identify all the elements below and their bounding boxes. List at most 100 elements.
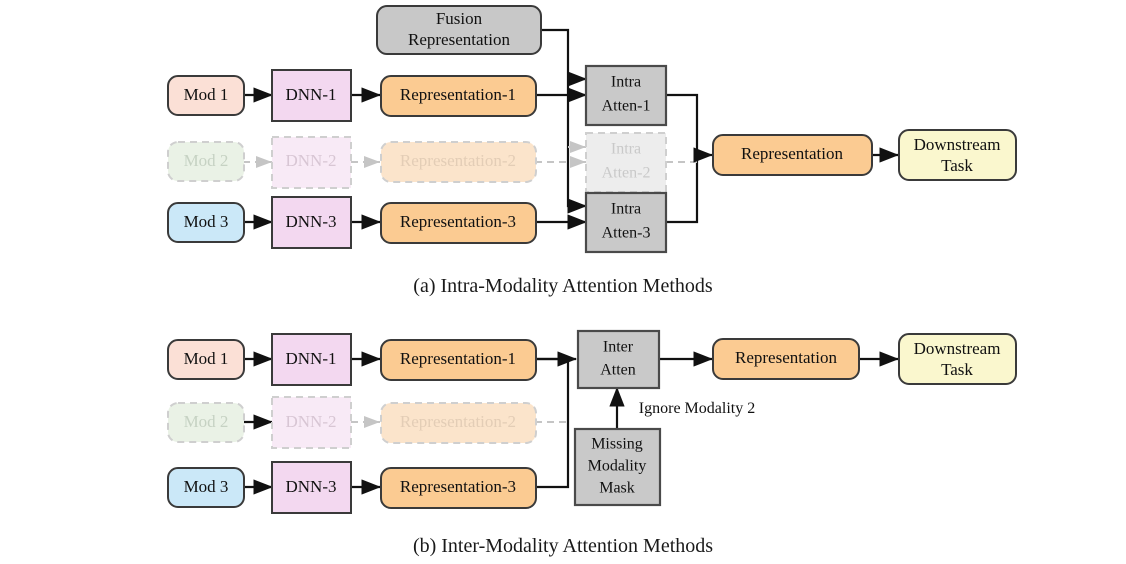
- downstream-task-label-line2-a: Task: [941, 156, 973, 175]
- mod1-label-a: Mod 1: [184, 85, 229, 104]
- intra-atten3-label-line2: Atten-3: [602, 225, 651, 242]
- representation1-box-a: [380, 75, 537, 117]
- node-dnn3-a[interactable]: DNN-3: [271, 196, 352, 249]
- downstream-task-label-line2-b: Task: [941, 360, 973, 379]
- node-intra-atten3[interactable]: Intra Atten-3: [584, 191, 668, 254]
- mod3-label-b: Mod 3: [184, 477, 229, 496]
- node-representation2-b[interactable]: Representation-2: [380, 402, 537, 444]
- intra-atten2-label-line1: Intra: [611, 141, 641, 158]
- representation2-label-a: Representation-2: [400, 151, 516, 170]
- node-dnn2-a[interactable]: DNN-2: [271, 136, 352, 189]
- downstream-task-label-line1-b: Downstream: [914, 339, 1001, 358]
- mod3-label-a: Mod 3: [184, 212, 229, 231]
- dnn1-label-b: DNN-1: [286, 349, 337, 368]
- caption-panel-b: (b) Inter-Modality Attention Methods: [413, 535, 713, 557]
- mod2-box-b: [167, 402, 245, 443]
- dnn3-box-a: [271, 196, 352, 249]
- edge-intra1-merge: [666, 93, 699, 155]
- node-intra-atten2[interactable]: Intra Atten-2: [585, 132, 667, 193]
- dnn3-box-b: [271, 461, 352, 514]
- representation1-label-b: Representation-1: [400, 349, 516, 368]
- node-downstream-task-a[interactable]: Downstream Task: [898, 129, 1017, 181]
- node-inter-atten[interactable]: Inter Atten: [576, 329, 661, 390]
- node-representation2-a[interactable]: Representation-2: [380, 141, 537, 183]
- missing-mask-label-line3: Mask: [599, 480, 635, 497]
- node-intra-atten1[interactable]: Intra Atten-1: [584, 64, 668, 127]
- representation3-box-b: [380, 467, 537, 509]
- dnn2-box-a: [271, 136, 352, 189]
- edge-fusion-to-intra3: [566, 79, 588, 214]
- downstream-task-box-a: [898, 129, 1017, 181]
- dnn2-label-a: DNN-2: [286, 151, 337, 170]
- node-dnn1-a[interactable]: DNN-1: [271, 69, 352, 122]
- representation2-box-a: [380, 141, 537, 183]
- node-dnn1-b[interactable]: DNN-1: [271, 333, 352, 386]
- representation3-box-a: [380, 202, 537, 244]
- node-representation-a[interactable]: Representation: [712, 134, 873, 176]
- panel-b: Mod 1 DNN-1 Representation-1 Mod 2 DNN-2…: [167, 329, 1017, 557]
- node-representation3-b[interactable]: Representation-3: [380, 467, 537, 509]
- fusion-representation-label-line1: Fusion: [436, 9, 483, 28]
- dnn2-box-b: [271, 396, 352, 449]
- representation2-box-b: [380, 402, 537, 444]
- inter-atten-label-line2: Atten: [600, 362, 636, 379]
- node-representation1-b[interactable]: Representation-1: [380, 339, 537, 381]
- node-representation1-a[interactable]: Representation-1: [380, 75, 537, 117]
- mod1-label-b: Mod 1: [184, 349, 229, 368]
- mod3-box-b: [167, 467, 245, 508]
- node-representation3-a[interactable]: Representation-3: [380, 202, 537, 244]
- node-fusion-representation[interactable]: Fusion Representation: [376, 5, 542, 55]
- intra-atten2-label-line2: Atten-2: [602, 165, 651, 182]
- caption-panel-a: (a) Intra-Modality Attention Methods: [413, 275, 713, 297]
- representation-box-a: [712, 134, 873, 176]
- intra-atten3-box: [584, 191, 668, 254]
- node-mod2-a[interactable]: Mod 2: [167, 141, 245, 182]
- node-downstream-task-b[interactable]: Downstream Task: [898, 333, 1017, 385]
- representation-label-b: Representation: [735, 348, 837, 367]
- node-mod3-a[interactable]: Mod 3: [167, 202, 245, 243]
- mod1-box-a: [167, 75, 245, 116]
- representation3-label-b: Representation-3: [400, 477, 516, 496]
- intra-atten1-label-line2: Atten-1: [602, 98, 651, 115]
- node-mod1-a[interactable]: Mod 1: [167, 75, 245, 116]
- ignore-modality-label: Ignore Modality 2: [639, 400, 755, 417]
- node-mod2-b[interactable]: Mod 2: [167, 402, 245, 443]
- dnn3-label-b: DNN-3: [286, 477, 337, 496]
- node-missing-modality-mask[interactable]: Missing Modality Mask: [573, 427, 662, 507]
- node-mod3-b[interactable]: Mod 3: [167, 467, 245, 508]
- missing-modality-mask-box: [573, 427, 662, 507]
- dnn1-label-a: DNN-1: [286, 85, 337, 104]
- intra-atten2-box: [585, 132, 667, 193]
- missing-mask-label-line2: Modality: [588, 458, 647, 475]
- edge-intra3-merge: [666, 155, 699, 224]
- intra-atten1-box: [584, 64, 668, 127]
- node-representation-b[interactable]: Representation: [712, 338, 860, 380]
- dnn3-label-a: DNN-3: [286, 212, 337, 231]
- inter-atten-label-line1: Inter: [603, 339, 634, 356]
- representation-box-b: [712, 338, 860, 380]
- node-dnn3-b[interactable]: DNN-3: [271, 461, 352, 514]
- mod2-box-a: [167, 141, 245, 182]
- mod1-box-b: [167, 339, 245, 380]
- node-dnn2-b[interactable]: DNN-2: [271, 396, 352, 449]
- dnn1-box-b: [271, 333, 352, 386]
- node-mod1-b[interactable]: Mod 1: [167, 339, 245, 380]
- representation1-label-a: Representation-1: [400, 85, 516, 104]
- mod2-label-a: Mod 2: [184, 151, 229, 170]
- missing-mask-label-line1: Missing: [591, 436, 643, 453]
- intra-atten3-label-line1: Intra: [611, 201, 641, 218]
- mod2-label-b: Mod 2: [184, 412, 229, 431]
- representation3-label-a: Representation-3: [400, 212, 516, 231]
- downstream-task-box-b: [898, 333, 1017, 385]
- fusion-representation-box: [376, 5, 542, 55]
- fusion-representation-label-line2: Representation: [408, 30, 510, 49]
- inter-atten-box: [576, 329, 661, 390]
- panel-a: Fusion Representation Mod 1 DNN-1 Repres…: [167, 5, 1017, 297]
- dnn1-box-a: [271, 69, 352, 122]
- representation1-box-b: [380, 339, 537, 381]
- dnn2-label-b: DNN-2: [286, 412, 337, 431]
- representation2-label-b: Representation-2: [400, 412, 516, 431]
- downstream-task-label-line1-a: Downstream: [914, 135, 1001, 154]
- intra-atten1-label-line1: Intra: [611, 74, 641, 91]
